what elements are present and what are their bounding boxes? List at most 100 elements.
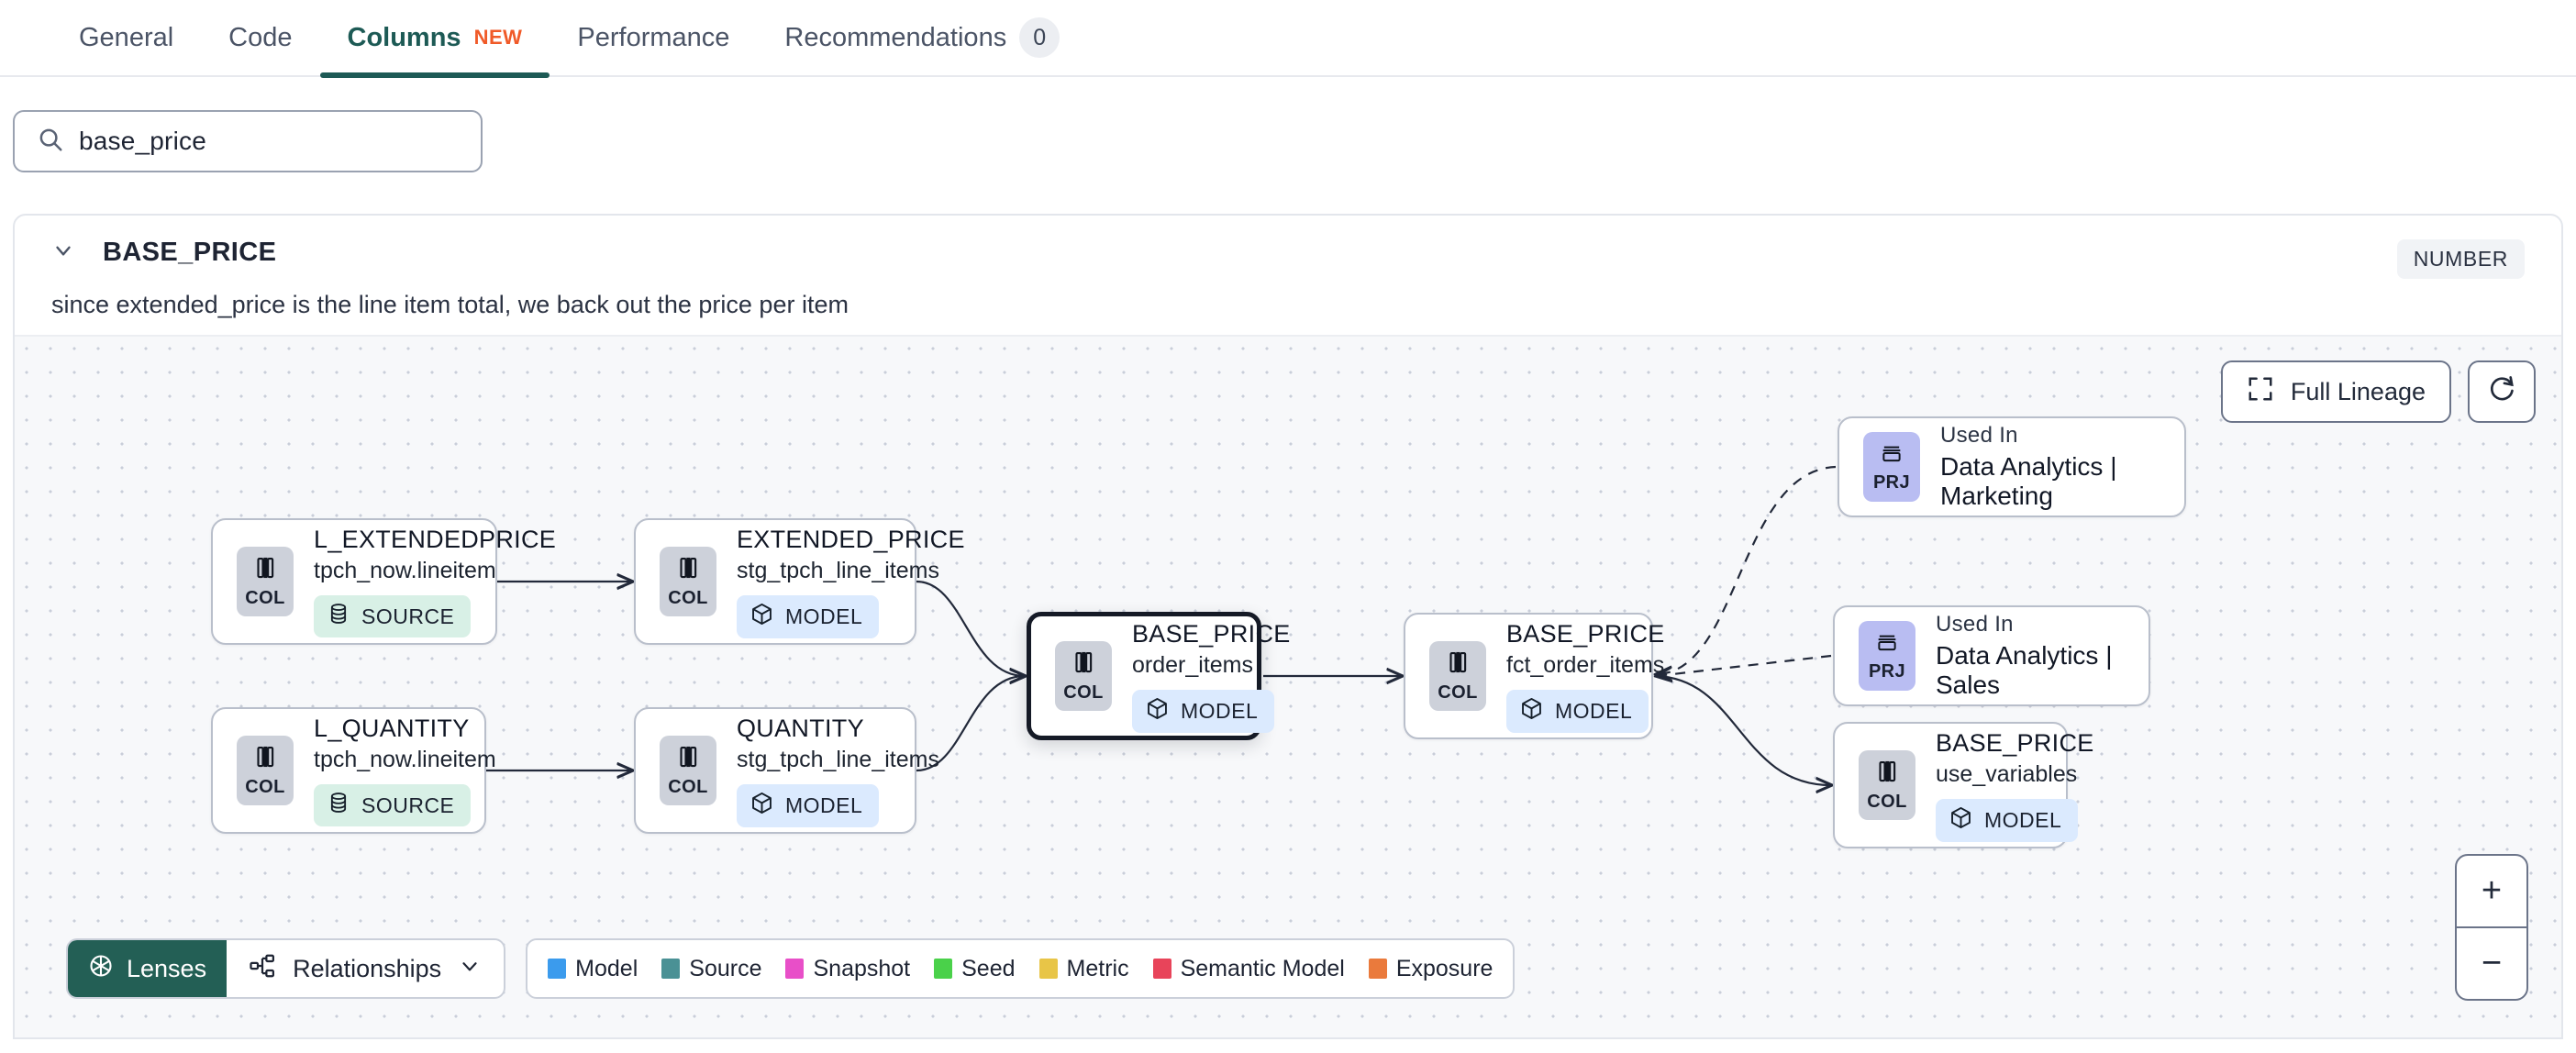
legend-label: Seed bbox=[961, 955, 1016, 981]
legend-label: Model bbox=[575, 955, 638, 981]
node-badge-label: PRJ bbox=[1868, 661, 1906, 682]
columns-icon bbox=[1070, 648, 1097, 681]
node-subtitle: use_variables bbox=[1936, 760, 2078, 787]
full-lineage-button[interactable]: Full Lineage bbox=[2220, 360, 2451, 423]
column-description: since extended_price is the line item to… bbox=[51, 291, 849, 318]
tab-label: Columns bbox=[347, 22, 461, 52]
legend-label: Exposure bbox=[1395, 955, 1493, 981]
legend-item[interactable]: Metric bbox=[1038, 956, 1129, 982]
node-kind-chip: SOURCE bbox=[314, 784, 472, 826]
tab-columns[interactable]: Columns NEW bbox=[319, 0, 550, 78]
tab-recommendations[interactable]: Recommendations 0 bbox=[757, 0, 1087, 76]
node-badge-label: COL bbox=[668, 777, 708, 797]
legend-item[interactable]: Snapshot bbox=[785, 956, 910, 982]
node-type-legend: Model Source Snapshot Seed Metric Semantic Mo… bbox=[526, 938, 1516, 999]
tab-label: General bbox=[79, 22, 174, 52]
search-input[interactable] bbox=[13, 110, 483, 172]
node-name: Used In bbox=[1936, 612, 2014, 637]
node-type-badge: COL bbox=[660, 736, 716, 805]
node-kind-label: MODEL bbox=[1181, 698, 1259, 723]
legend-item[interactable]: Seed bbox=[934, 955, 1016, 982]
column-type-badge: NUMBER bbox=[2396, 239, 2525, 279]
node-type-badge: PRJ bbox=[1863, 432, 1920, 502]
node-type-badge: COL bbox=[1055, 641, 1112, 711]
legend-item[interactable]: Source bbox=[661, 956, 761, 982]
column-header: BASE_PRICE NUMBER since extended_price i… bbox=[15, 216, 2561, 335]
project-icon bbox=[1873, 629, 1901, 660]
legend-label: Semantic Model bbox=[1180, 955, 1345, 981]
tab-count-badge: 0 bbox=[1019, 17, 1060, 58]
node-kind-chip: MODEL bbox=[1506, 689, 1649, 733]
node-subtitle: order_items bbox=[1132, 651, 1253, 678]
node-name: BASE_PRICE bbox=[1936, 728, 2094, 757]
tab-performance[interactable]: Performance bbox=[550, 0, 757, 76]
lenses-button[interactable]: Lenses bbox=[68, 940, 228, 997]
node-name: BASE_PRICE bbox=[1506, 619, 1665, 648]
tab-label: Code bbox=[228, 22, 293, 52]
chevron-down-icon[interactable] bbox=[51, 238, 75, 267]
legend-item[interactable]: Model bbox=[548, 956, 638, 982]
node-kind-label: MODEL bbox=[785, 793, 863, 817]
node-kind-label: MODEL bbox=[785, 604, 863, 628]
tab-label: Recommendations bbox=[784, 22, 1007, 52]
relationships-label: Relationships bbox=[293, 954, 442, 982]
node-badge-label: COL bbox=[668, 588, 708, 608]
node-subtitle: stg_tpch_line_items bbox=[737, 746, 939, 772]
search-input-field[interactable] bbox=[79, 127, 459, 156]
legend-item[interactable]: Semantic Model bbox=[1152, 955, 1345, 982]
zoom-in-button[interactable]: + bbox=[2457, 856, 2526, 928]
tab-code[interactable]: Code bbox=[201, 0, 319, 76]
column-title-row: BASE_PRICE bbox=[51, 238, 276, 268]
relationships-dropdown[interactable]: Relationships bbox=[227, 940, 504, 997]
node-badge-label: PRJ bbox=[1872, 472, 1911, 493]
node-kind-chip: SOURCE bbox=[314, 595, 472, 637]
columns-icon bbox=[1444, 648, 1471, 681]
lenses-label: Lenses bbox=[127, 954, 207, 982]
node-subtitle: stg_tpch_line_items bbox=[737, 557, 939, 583]
legend-label: Source bbox=[689, 955, 762, 981]
legend-swatch bbox=[785, 959, 805, 979]
node-name: BASE_PRICE bbox=[1132, 619, 1291, 648]
node-kind-label: SOURCE bbox=[361, 793, 455, 817]
node-name: L_EXTENDEDPRICE bbox=[314, 526, 557, 553]
legend-swatch bbox=[934, 959, 953, 979]
legend-item[interactable]: Exposure bbox=[1368, 955, 1493, 982]
node-kind-chip: MODEL bbox=[1132, 689, 1275, 733]
node-type-badge: COL bbox=[237, 547, 294, 616]
node-name: EXTENDED_PRICE bbox=[737, 525, 965, 553]
canvas-top-controls: Full Lineage bbox=[2220, 360, 2536, 423]
tab-new-badge: NEW bbox=[473, 26, 523, 49]
node-kind-label: MODEL bbox=[1555, 698, 1633, 723]
cube-icon bbox=[1145, 696, 1170, 726]
columns-icon bbox=[1873, 758, 1901, 790]
lenses-group: Lenses Relationships bbox=[66, 938, 506, 999]
node-badge-label: COL bbox=[1867, 792, 1907, 812]
refresh-button[interactable] bbox=[2468, 360, 2536, 423]
node-badge-label: COL bbox=[245, 777, 285, 797]
cube-icon bbox=[749, 791, 774, 821]
column-detail-panel: BASE_PRICE NUMBER since extended_price i… bbox=[13, 214, 2563, 1039]
node-kind-label: MODEL bbox=[1984, 807, 2062, 832]
node-type-badge: COL bbox=[660, 547, 716, 616]
legend-swatch bbox=[1038, 959, 1058, 979]
node-type-badge: PRJ bbox=[1859, 621, 1915, 691]
project-icon bbox=[1878, 440, 1905, 471]
tab-general[interactable]: General bbox=[51, 0, 201, 76]
zoom-out-button[interactable]: − bbox=[2481, 944, 2503, 982]
expand-corners-icon bbox=[2247, 375, 2274, 409]
page-title: BASE_PRICE bbox=[103, 238, 277, 267]
columns-icon bbox=[251, 554, 279, 586]
node-kind-label: SOURCE bbox=[361, 604, 455, 628]
node-type-badge: COL bbox=[1429, 641, 1486, 711]
legend-swatch bbox=[548, 959, 567, 979]
